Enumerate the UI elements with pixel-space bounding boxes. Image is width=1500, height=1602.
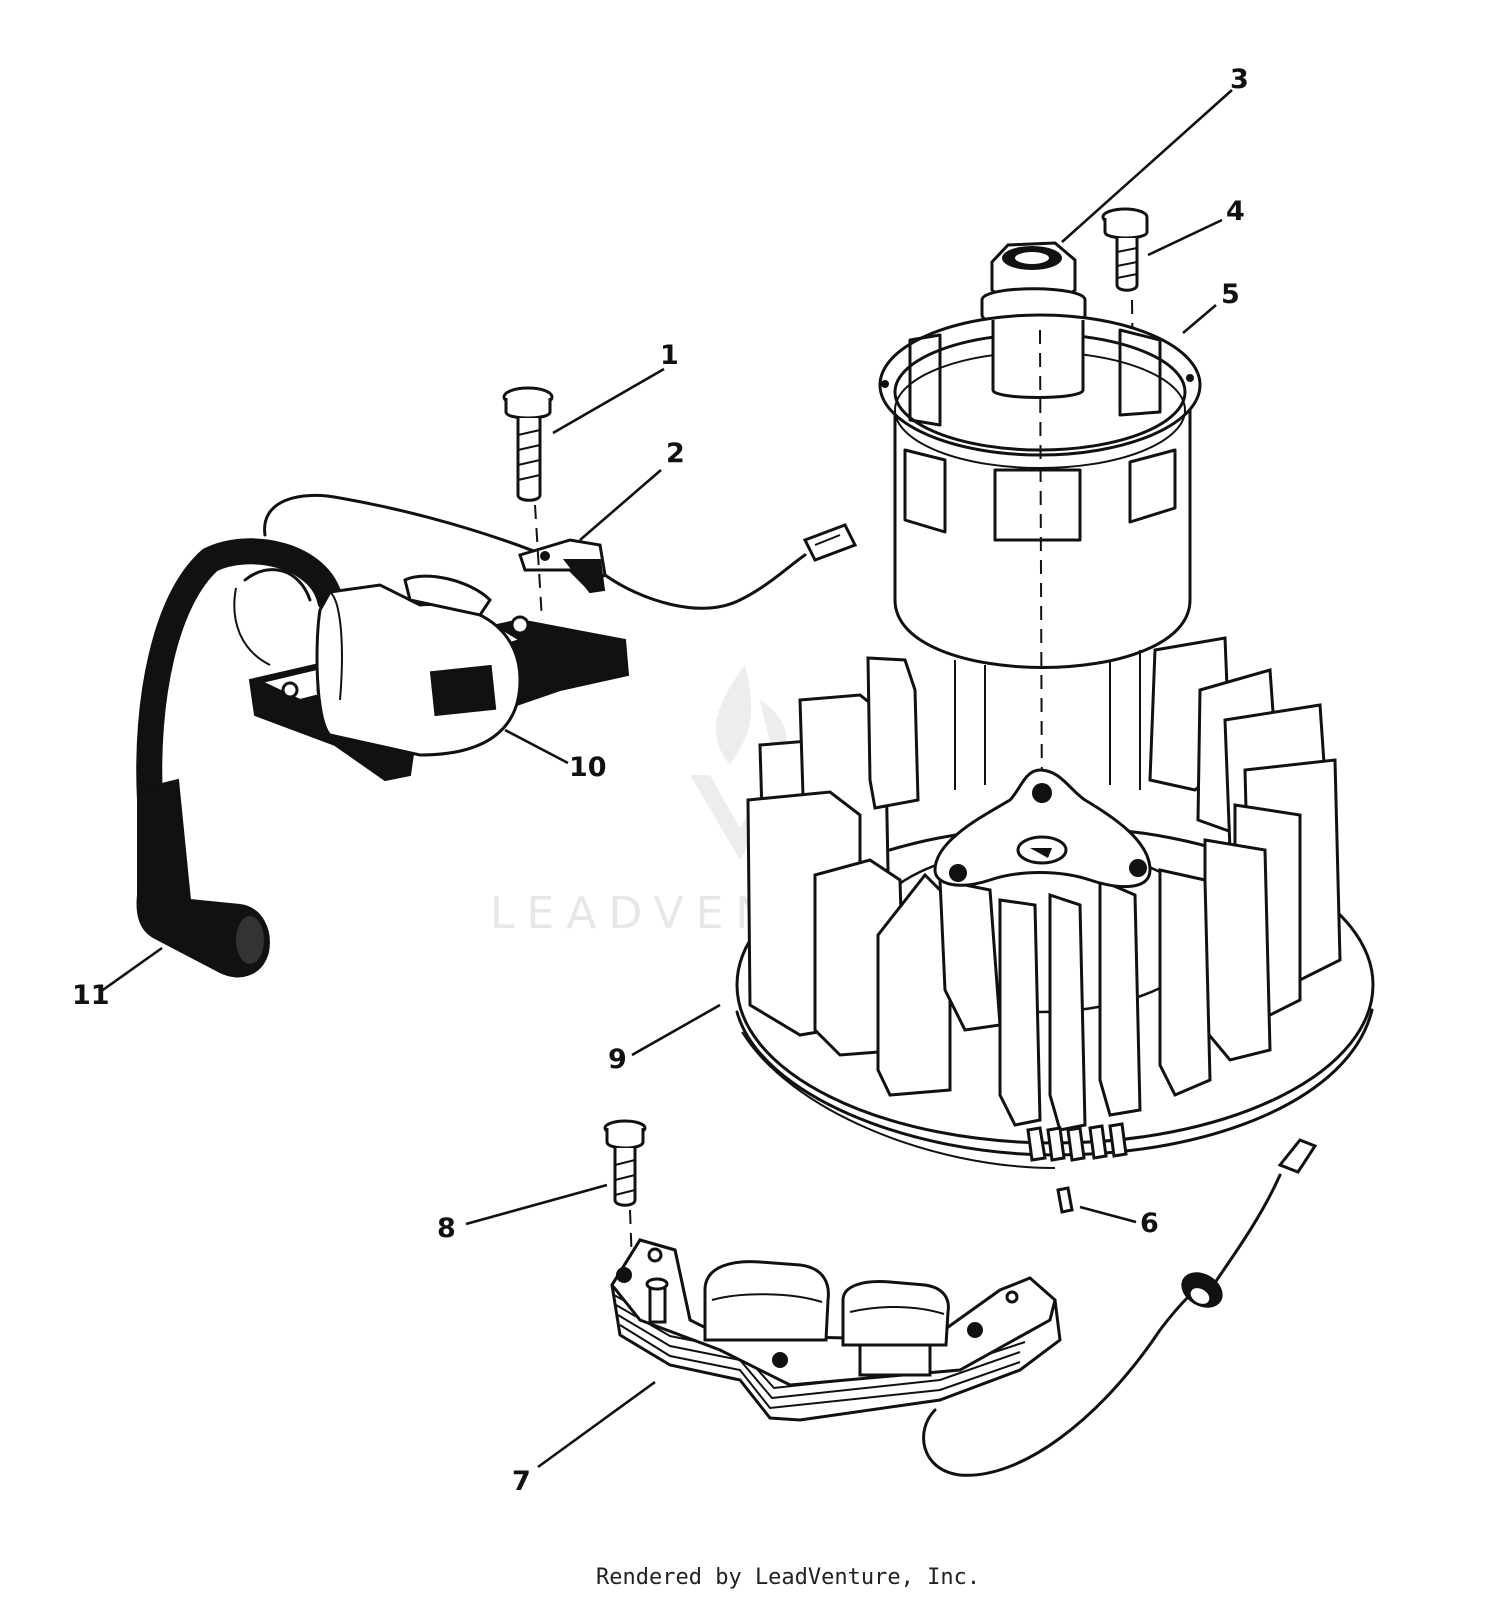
part-6-key	[1056, 1186, 1074, 1214]
part-4-screw	[1101, 207, 1149, 446]
callout-1: 1	[660, 340, 679, 371]
part-10-ignition-module	[233, 493, 630, 782]
part-1-screw	[502, 386, 554, 621]
part-9-flywheel	[735, 636, 1375, 1169]
callout-4: 4	[1226, 196, 1245, 227]
callout-11: 11	[72, 980, 110, 1011]
callout-6: 6	[1140, 1208, 1159, 1239]
callout-10: 10	[569, 752, 607, 783]
callout-numbers: 1 2 3 4 5 6 7 8 9 10 11	[72, 64, 1249, 1497]
callout-5: 5	[1221, 279, 1240, 310]
footer-credit: Rendered by LeadVenture, Inc.	[596, 1565, 980, 1590]
callout-leaders	[99, 89, 1233, 1469]
callout-9: 9	[608, 1044, 627, 1075]
part-2-ground-terminal	[518, 523, 858, 610]
callout-2: 2	[666, 438, 685, 469]
part-5-screen	[878, 313, 1202, 821]
part-11-spark-plug-boot	[136, 538, 343, 978]
part-8-screw	[603, 1119, 647, 1266]
callout-8: 8	[437, 1213, 456, 1244]
callout-3: 3	[1230, 64, 1249, 95]
part-7-alternator	[610, 1138, 1318, 1477]
callout-7: 7	[512, 1466, 531, 1497]
